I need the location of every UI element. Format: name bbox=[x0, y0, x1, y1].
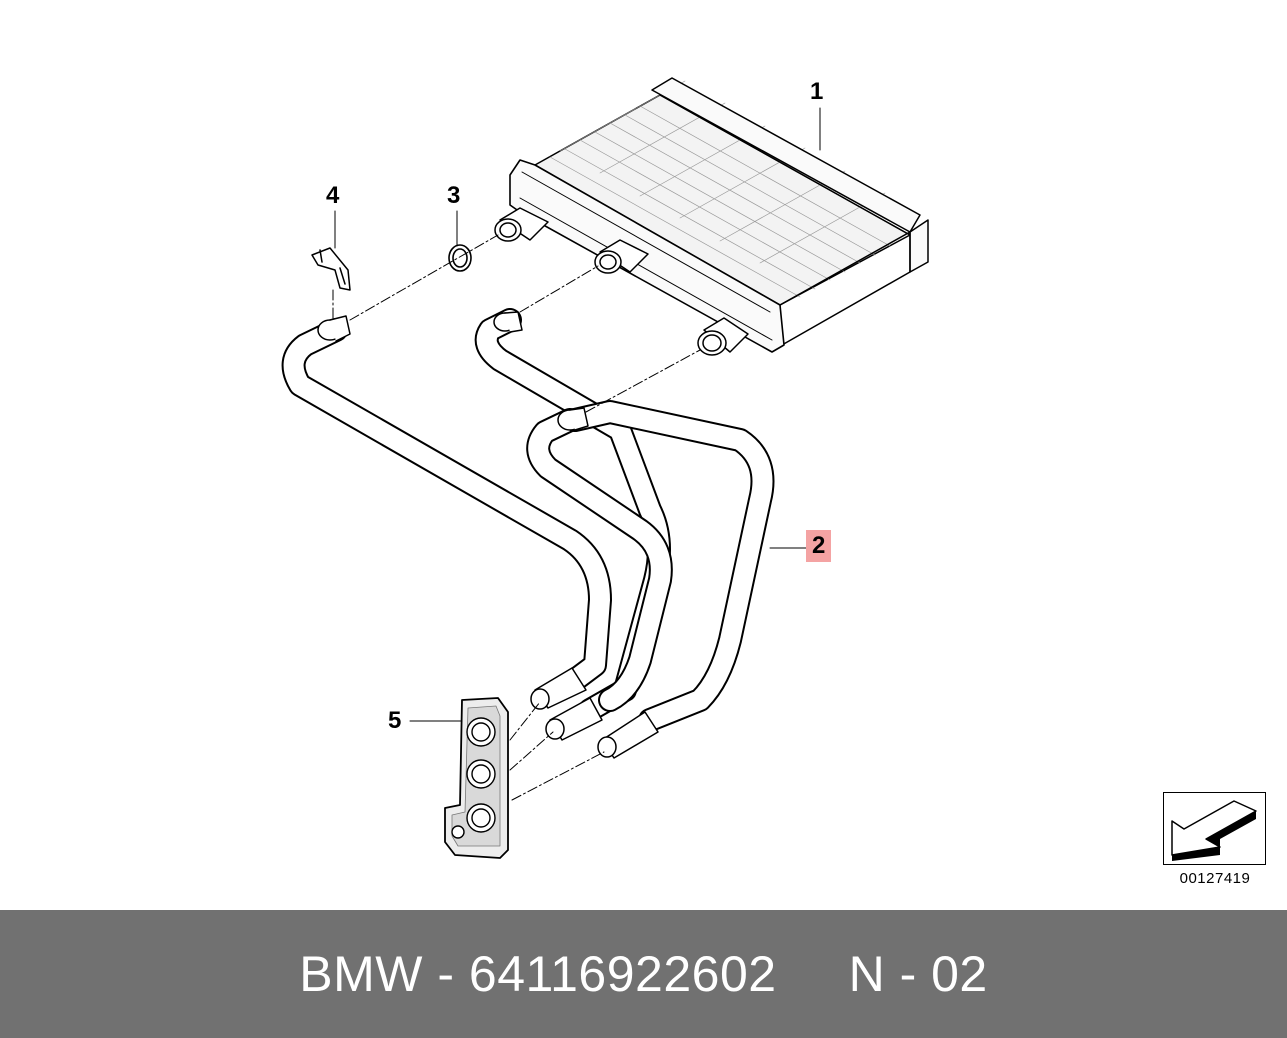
footer-separator: - bbox=[422, 946, 469, 1002]
leader-lines bbox=[334, 107, 821, 722]
flange-gasket bbox=[444, 697, 509, 859]
footer-position-code: N - 02 bbox=[848, 946, 988, 1002]
callout-3[interactable]: 3 bbox=[447, 182, 461, 209]
callout-2-highlighted[interactable]: 2 bbox=[806, 530, 832, 562]
dash-dot-lines bbox=[332, 234, 701, 801]
footer-bar: BMW - 64116922602 N - 02 bbox=[0, 910, 1287, 1038]
footer-part-number: 64116922602 bbox=[468, 946, 777, 1002]
o-ring bbox=[448, 244, 472, 272]
callout-5[interactable]: 5 bbox=[388, 707, 402, 734]
callout-4[interactable]: 4 bbox=[326, 182, 340, 209]
parts-diagram: 1 2 3 4 5 00127419 bbox=[281, 77, 1266, 887]
retaining-clip bbox=[311, 247, 351, 291]
heater-pipes bbox=[281, 308, 775, 759]
reference-box bbox=[1163, 792, 1266, 865]
footer-gap bbox=[777, 945, 849, 1003]
orientation-arrow-icon bbox=[1171, 800, 1257, 861]
callout-1[interactable]: 1 bbox=[810, 78, 824, 105]
footer-brand: BMW bbox=[299, 946, 423, 1002]
diagram-drawing bbox=[281, 77, 929, 859]
diagram-number: 00127419 bbox=[1179, 870, 1251, 887]
heater-core bbox=[494, 77, 929, 356]
